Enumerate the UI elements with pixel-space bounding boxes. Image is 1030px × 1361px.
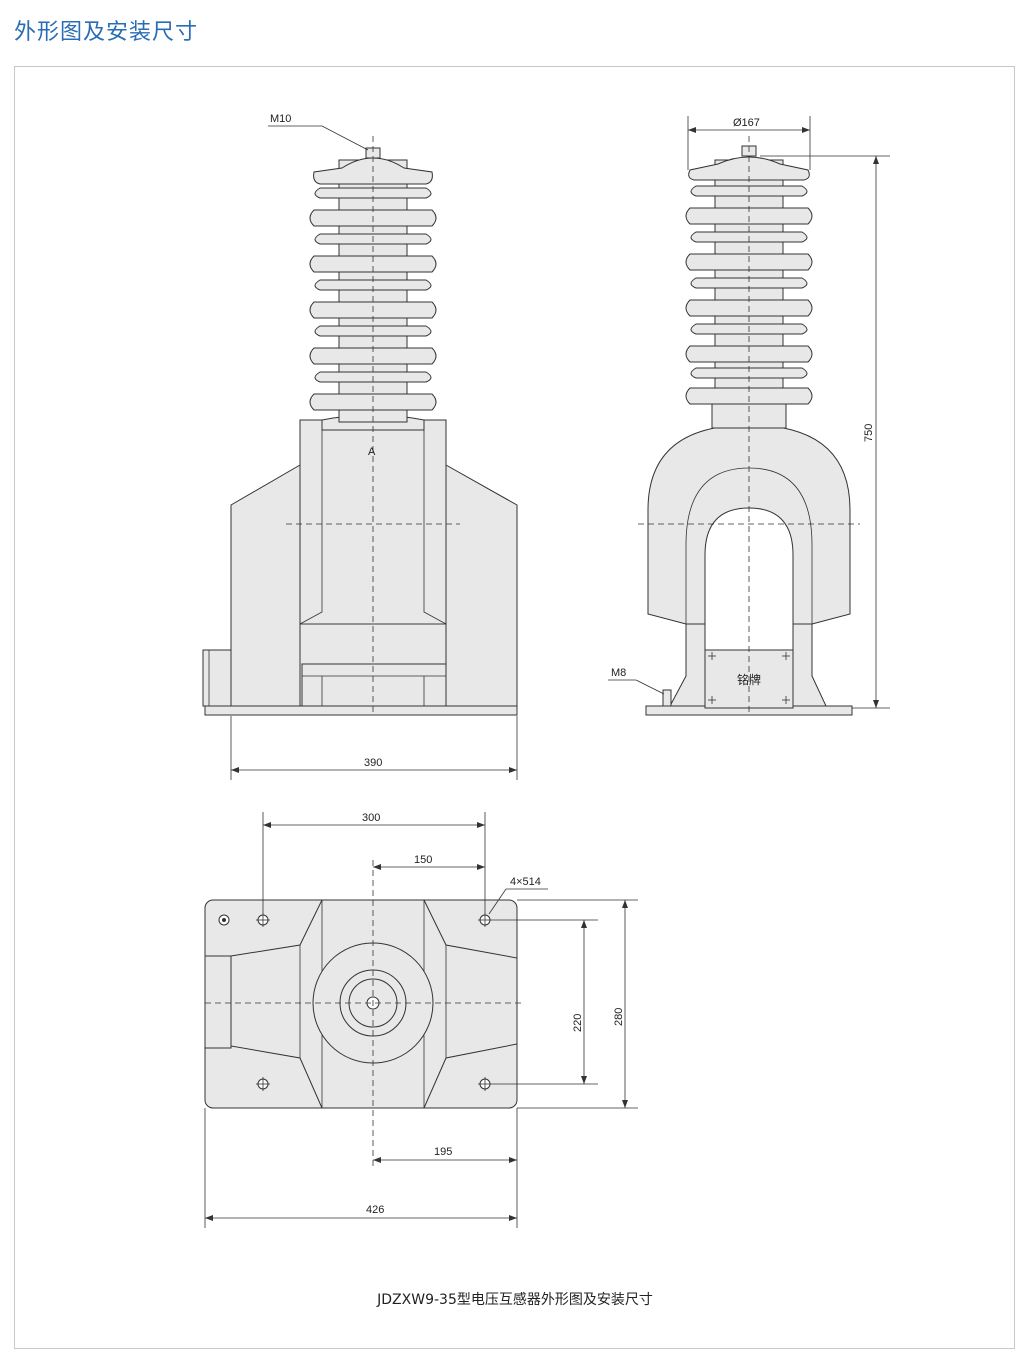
- section-label: A: [368, 446, 376, 458]
- side-insulator: [685, 145, 813, 405]
- front-terminal-box: [202, 649, 232, 707]
- front-view: M10 A 390: [202, 113, 518, 780]
- mounting-holes: [218, 913, 492, 1091]
- side-view: 铭牌 M8: [608, 116, 890, 716]
- diameter-dim: Ø167: [733, 117, 760, 129]
- base-width-dim: 426: [366, 1204, 384, 1216]
- front-base-plate: [204, 705, 518, 716]
- drawing-caption: JDZXW9-35型电压互感器外形图及安装尺寸: [377, 1292, 653, 1308]
- front-width-dim: 390: [364, 757, 382, 769]
- inner-depth-dim: 220: [572, 1014, 584, 1032]
- half-spacing-dim: 150: [414, 854, 432, 866]
- plan-view: 300 150 4×514 220 280 195 426: [204, 812, 638, 1228]
- front-bolt-label: M10: [270, 113, 291, 125]
- page-title: 外形图及安装尺寸: [14, 20, 199, 45]
- ground-bolt-label: M8: [611, 667, 626, 679]
- outer-depth-dim: 280: [613, 1008, 625, 1026]
- offset-dim: 195: [434, 1146, 452, 1158]
- hole-spacing-dim: 300: [362, 812, 380, 824]
- height-dim: 750: [863, 424, 875, 442]
- holes-label: 4×514: [510, 876, 541, 888]
